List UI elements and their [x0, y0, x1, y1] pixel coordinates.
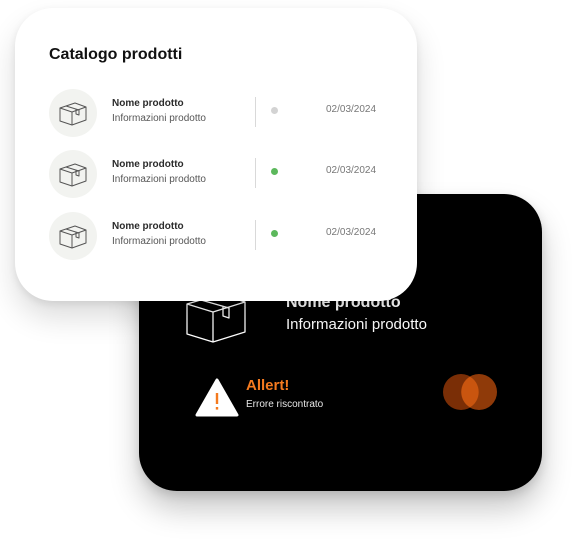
- box-icon: [59, 102, 87, 126]
- warning-icon: [195, 378, 239, 417]
- catalog-title: Catalogo prodotti: [49, 46, 183, 63]
- row-divider: [255, 220, 256, 250]
- status-dot: [271, 168, 278, 175]
- alert-title: Allert!: [246, 377, 290, 394]
- row-product-info: Informazioni prodotto: [112, 113, 206, 124]
- status-dot: [271, 107, 278, 114]
- row-icon-wrapper: [49, 150, 97, 198]
- row-date: 02/03/2024: [326, 227, 377, 238]
- row-date: 02/03/2024: [326, 104, 377, 115]
- catalog-row[interactable]: Nome prodotto Informazioni prodotto 02/0…: [49, 212, 399, 260]
- row-product-info: Informazioni prodotto: [112, 236, 206, 247]
- row-product-name: Nome prodotto: [112, 159, 184, 170]
- alert-message: Errore riscontrato: [246, 399, 324, 410]
- row-divider: [255, 97, 256, 127]
- status-dot: [271, 230, 278, 237]
- product-catalog-card: Catalogo prodotti Nome prodotto Informaz…: [15, 8, 417, 301]
- row-product-info: Informazioni prodotto: [112, 174, 206, 185]
- row-icon-wrapper: [49, 89, 97, 137]
- catalog-row[interactable]: Nome prodotto Informazioni prodotto 02/0…: [49, 89, 399, 137]
- row-date: 02/03/2024: [326, 165, 377, 176]
- detail-product-info: Informazioni prodotto: [286, 316, 427, 333]
- box-icon: [59, 163, 87, 187]
- row-icon-wrapper: [49, 212, 97, 260]
- catalog-row[interactable]: Nome prodotto Informazioni prodotto 02/0…: [49, 150, 399, 198]
- box-icon: [59, 225, 87, 249]
- row-divider: [255, 158, 256, 188]
- row-product-name: Nome prodotto: [112, 221, 184, 232]
- row-product-name: Nome prodotto: [112, 98, 184, 109]
- mastercard-logo: [443, 374, 497, 410]
